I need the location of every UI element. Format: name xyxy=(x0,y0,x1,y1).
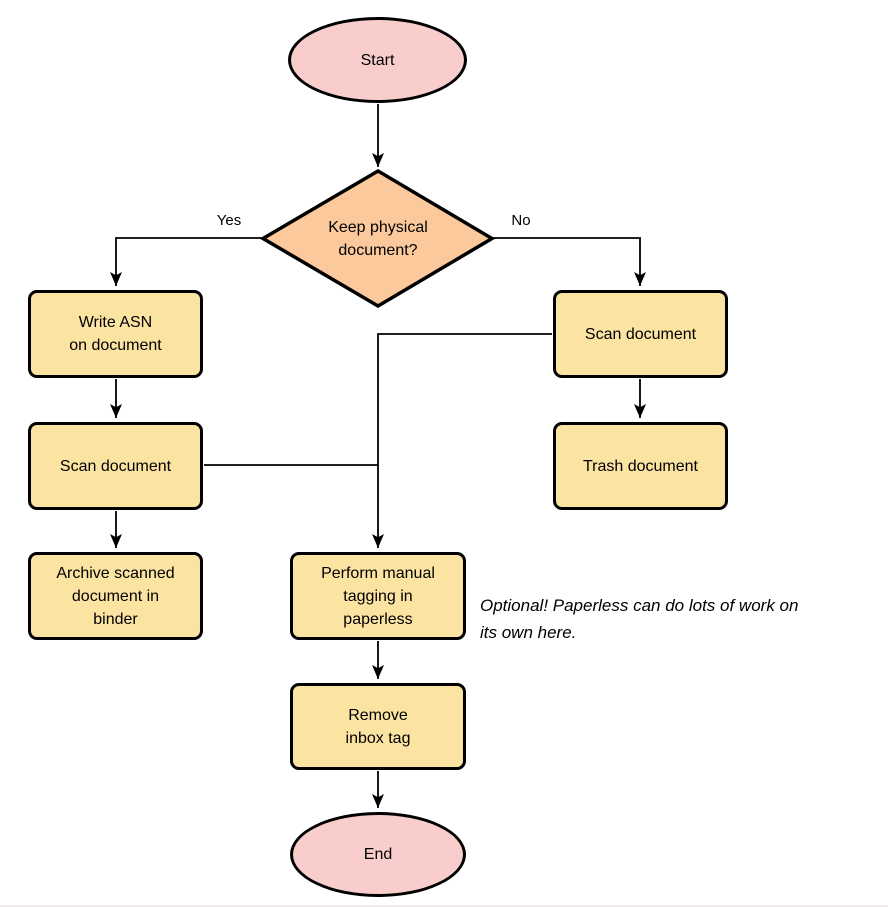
end-node: End xyxy=(290,812,466,897)
scan-document-discard-node: Scan document xyxy=(553,290,728,378)
scan-document-keep-node: Scan document xyxy=(28,422,203,510)
bottom-edge-line xyxy=(0,905,888,907)
remove-inbox-tag-node: Remove inbox tag xyxy=(290,683,466,770)
decision-node-label: Keep physical document? xyxy=(328,219,428,259)
optional-annotation: Optional! Paperless can do lots of work … xyxy=(480,596,799,642)
archive-scanned-node: Archive scanned document in binder xyxy=(28,552,203,640)
manual-tagging-node: Perform manual tagging in paperless xyxy=(290,552,466,640)
edge-label-no: No xyxy=(511,212,531,229)
start-node: Start xyxy=(288,17,467,103)
trash-document-node: Trash document xyxy=(553,422,728,510)
decision-diamond-shape xyxy=(259,168,496,309)
edge-label-yes: Yes xyxy=(216,212,242,229)
edge-decision-yes-to-write-asn xyxy=(110,237,263,286)
edge-scan-discard-to-tagging xyxy=(372,333,552,548)
write-asn-node: Write ASN on document xyxy=(28,290,203,378)
edge-decision-no-to-scan-discard xyxy=(492,237,646,286)
